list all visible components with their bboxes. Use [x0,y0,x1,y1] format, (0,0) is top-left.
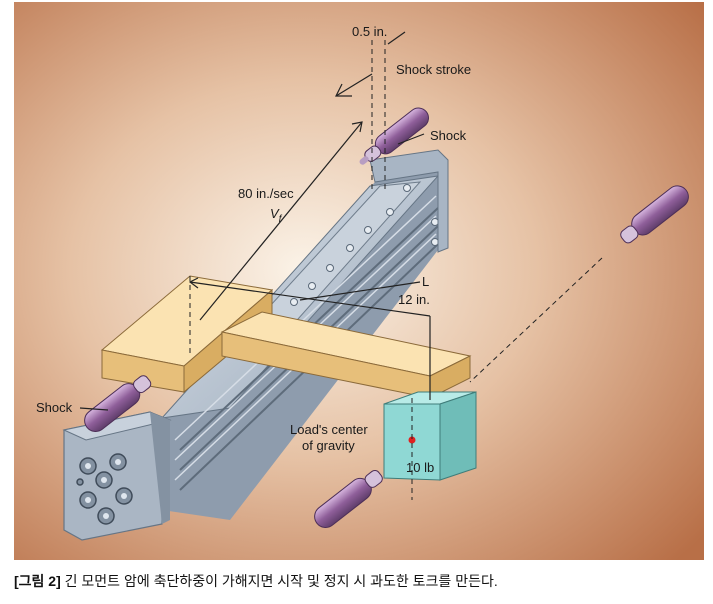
center-of-gravity-label-2: of gravity [302,438,355,453]
shock-bottom [314,470,383,528]
offset-label: 0.5 in. [352,24,387,39]
caption-text: 긴 모먼트 암에 축단하중이 가해지면 시작 및 정지 시 과도한 토크를 만든… [60,573,498,589]
load-arm [220,311,472,399]
shock-right [620,185,689,244]
figure-caption: [그림 2] 긴 모먼트 암에 축단하중이 가해지면 시작 및 정지 시 과도한… [14,571,704,591]
caption-tag: [그림 2] [14,573,61,589]
length-symbol: L [422,274,429,289]
center-of-gravity-dot [408,436,416,444]
actuator-diagram: 0.5 in. Shock stroke Shock 80 in./sec Vf… [14,2,704,560]
length-value: 12 in. [398,292,430,307]
dimension-lines [79,31,431,411]
shock-top [359,107,429,165]
dashed-guides [189,40,603,500]
velocity-symbol: Vf [270,206,283,225]
weight-label: 10 lb [406,460,434,475]
center-of-gravity-label-1: Load's center [290,422,368,437]
shock-left [84,375,152,432]
shock-stroke-label: Shock stroke [396,62,471,77]
shock-top-label: Shock [430,128,467,143]
velocity-label: 80 in./sec [238,186,294,201]
shock-left-label: Shock [36,400,73,415]
